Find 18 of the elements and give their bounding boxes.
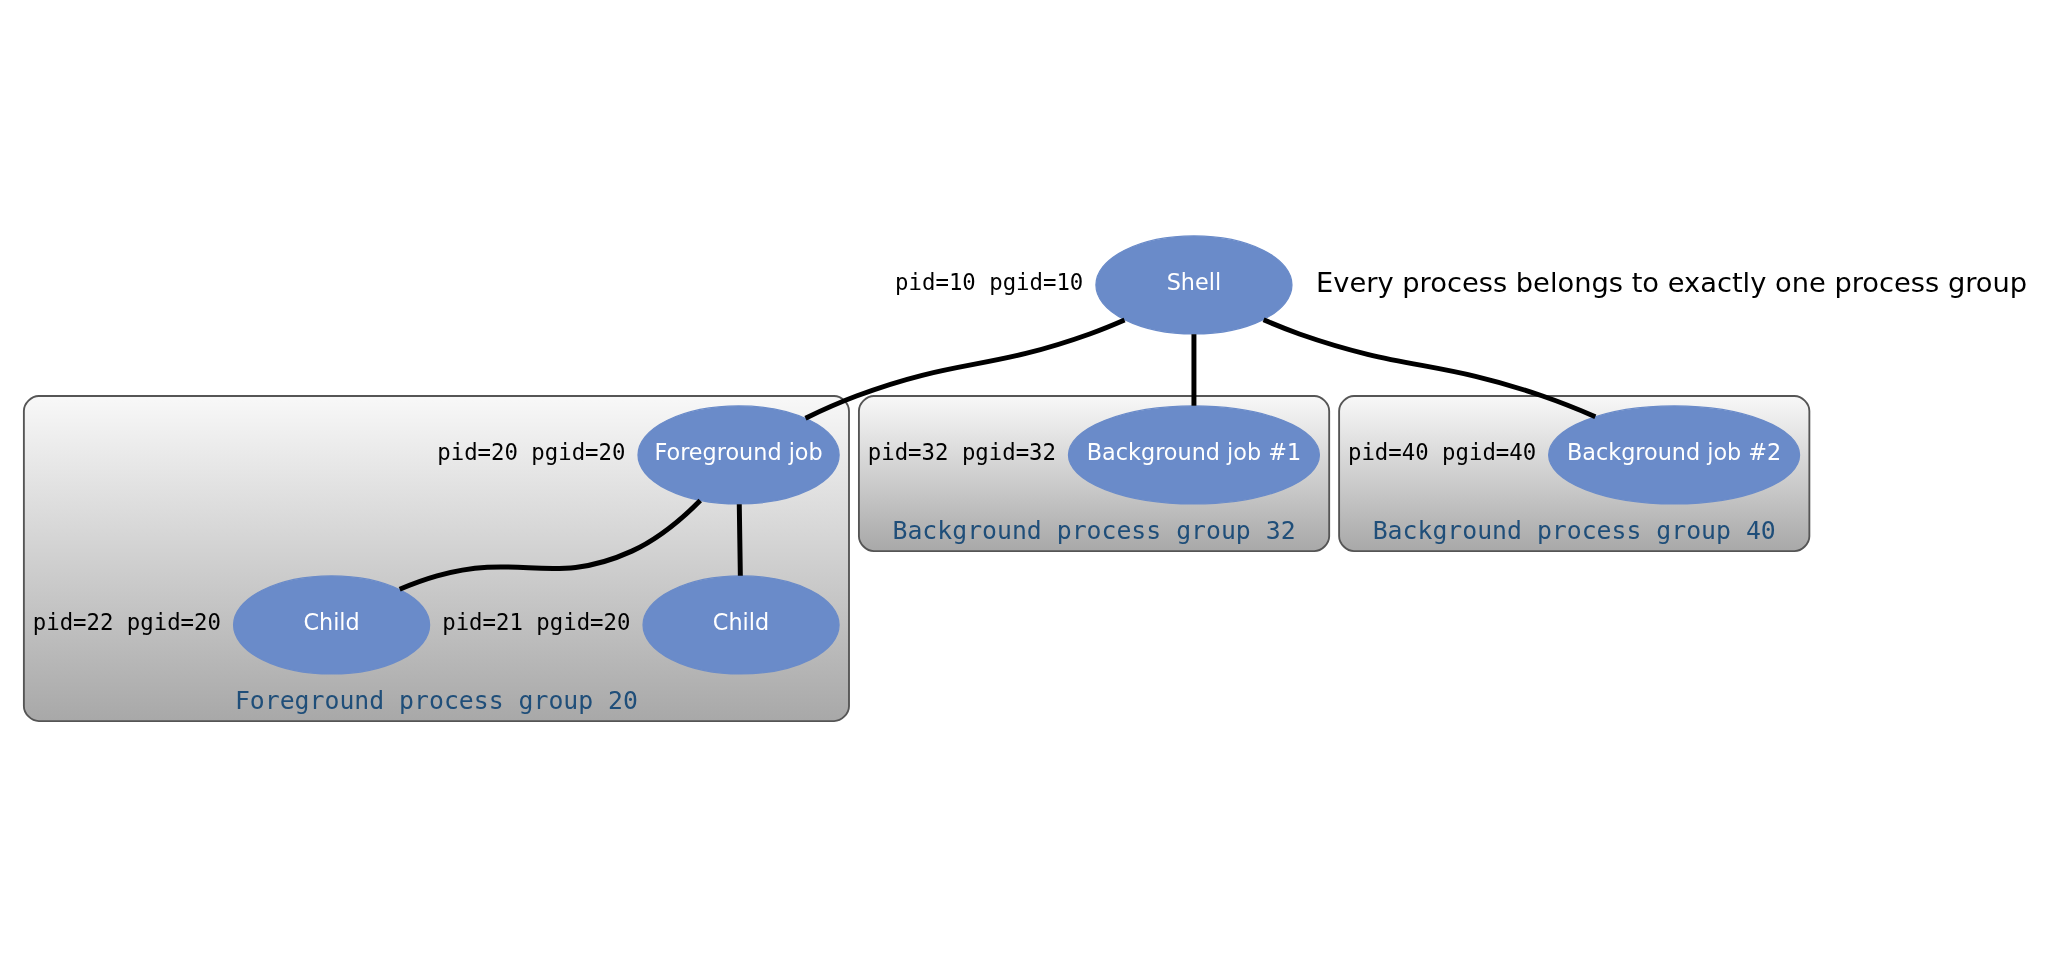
node-label: pid=22 pgid=20 — [32, 608, 221, 635]
node-label: pid=20 pgid=20 — [437, 438, 626, 465]
node-ellipse: Shell — [1095, 234, 1293, 335]
node-ellipse: Child — [232, 574, 431, 675]
node-ellipse: Background job #2 — [1548, 404, 1801, 505]
connector — [736, 503, 743, 576]
connector — [1191, 333, 1197, 406]
node-label: pid=21 pgid=20 — [442, 608, 631, 635]
connector — [398, 498, 702, 592]
label: Every process belongs to exactly one process group — [1316, 266, 2028, 298]
node-ellipse: Child — [642, 574, 840, 675]
connector — [1262, 317, 1597, 419]
node-label: pid=10 pgid=10 — [895, 268, 1084, 295]
node-ellipse: Foreground job — [637, 404, 840, 505]
connector — [804, 317, 1126, 420]
node-label: pid=40 pgid=40 — [1347, 438, 1537, 465]
node-label: pid=32 pgid=32 — [867, 438, 1057, 465]
node-ellipse: Background job #1 — [1067, 404, 1321, 505]
